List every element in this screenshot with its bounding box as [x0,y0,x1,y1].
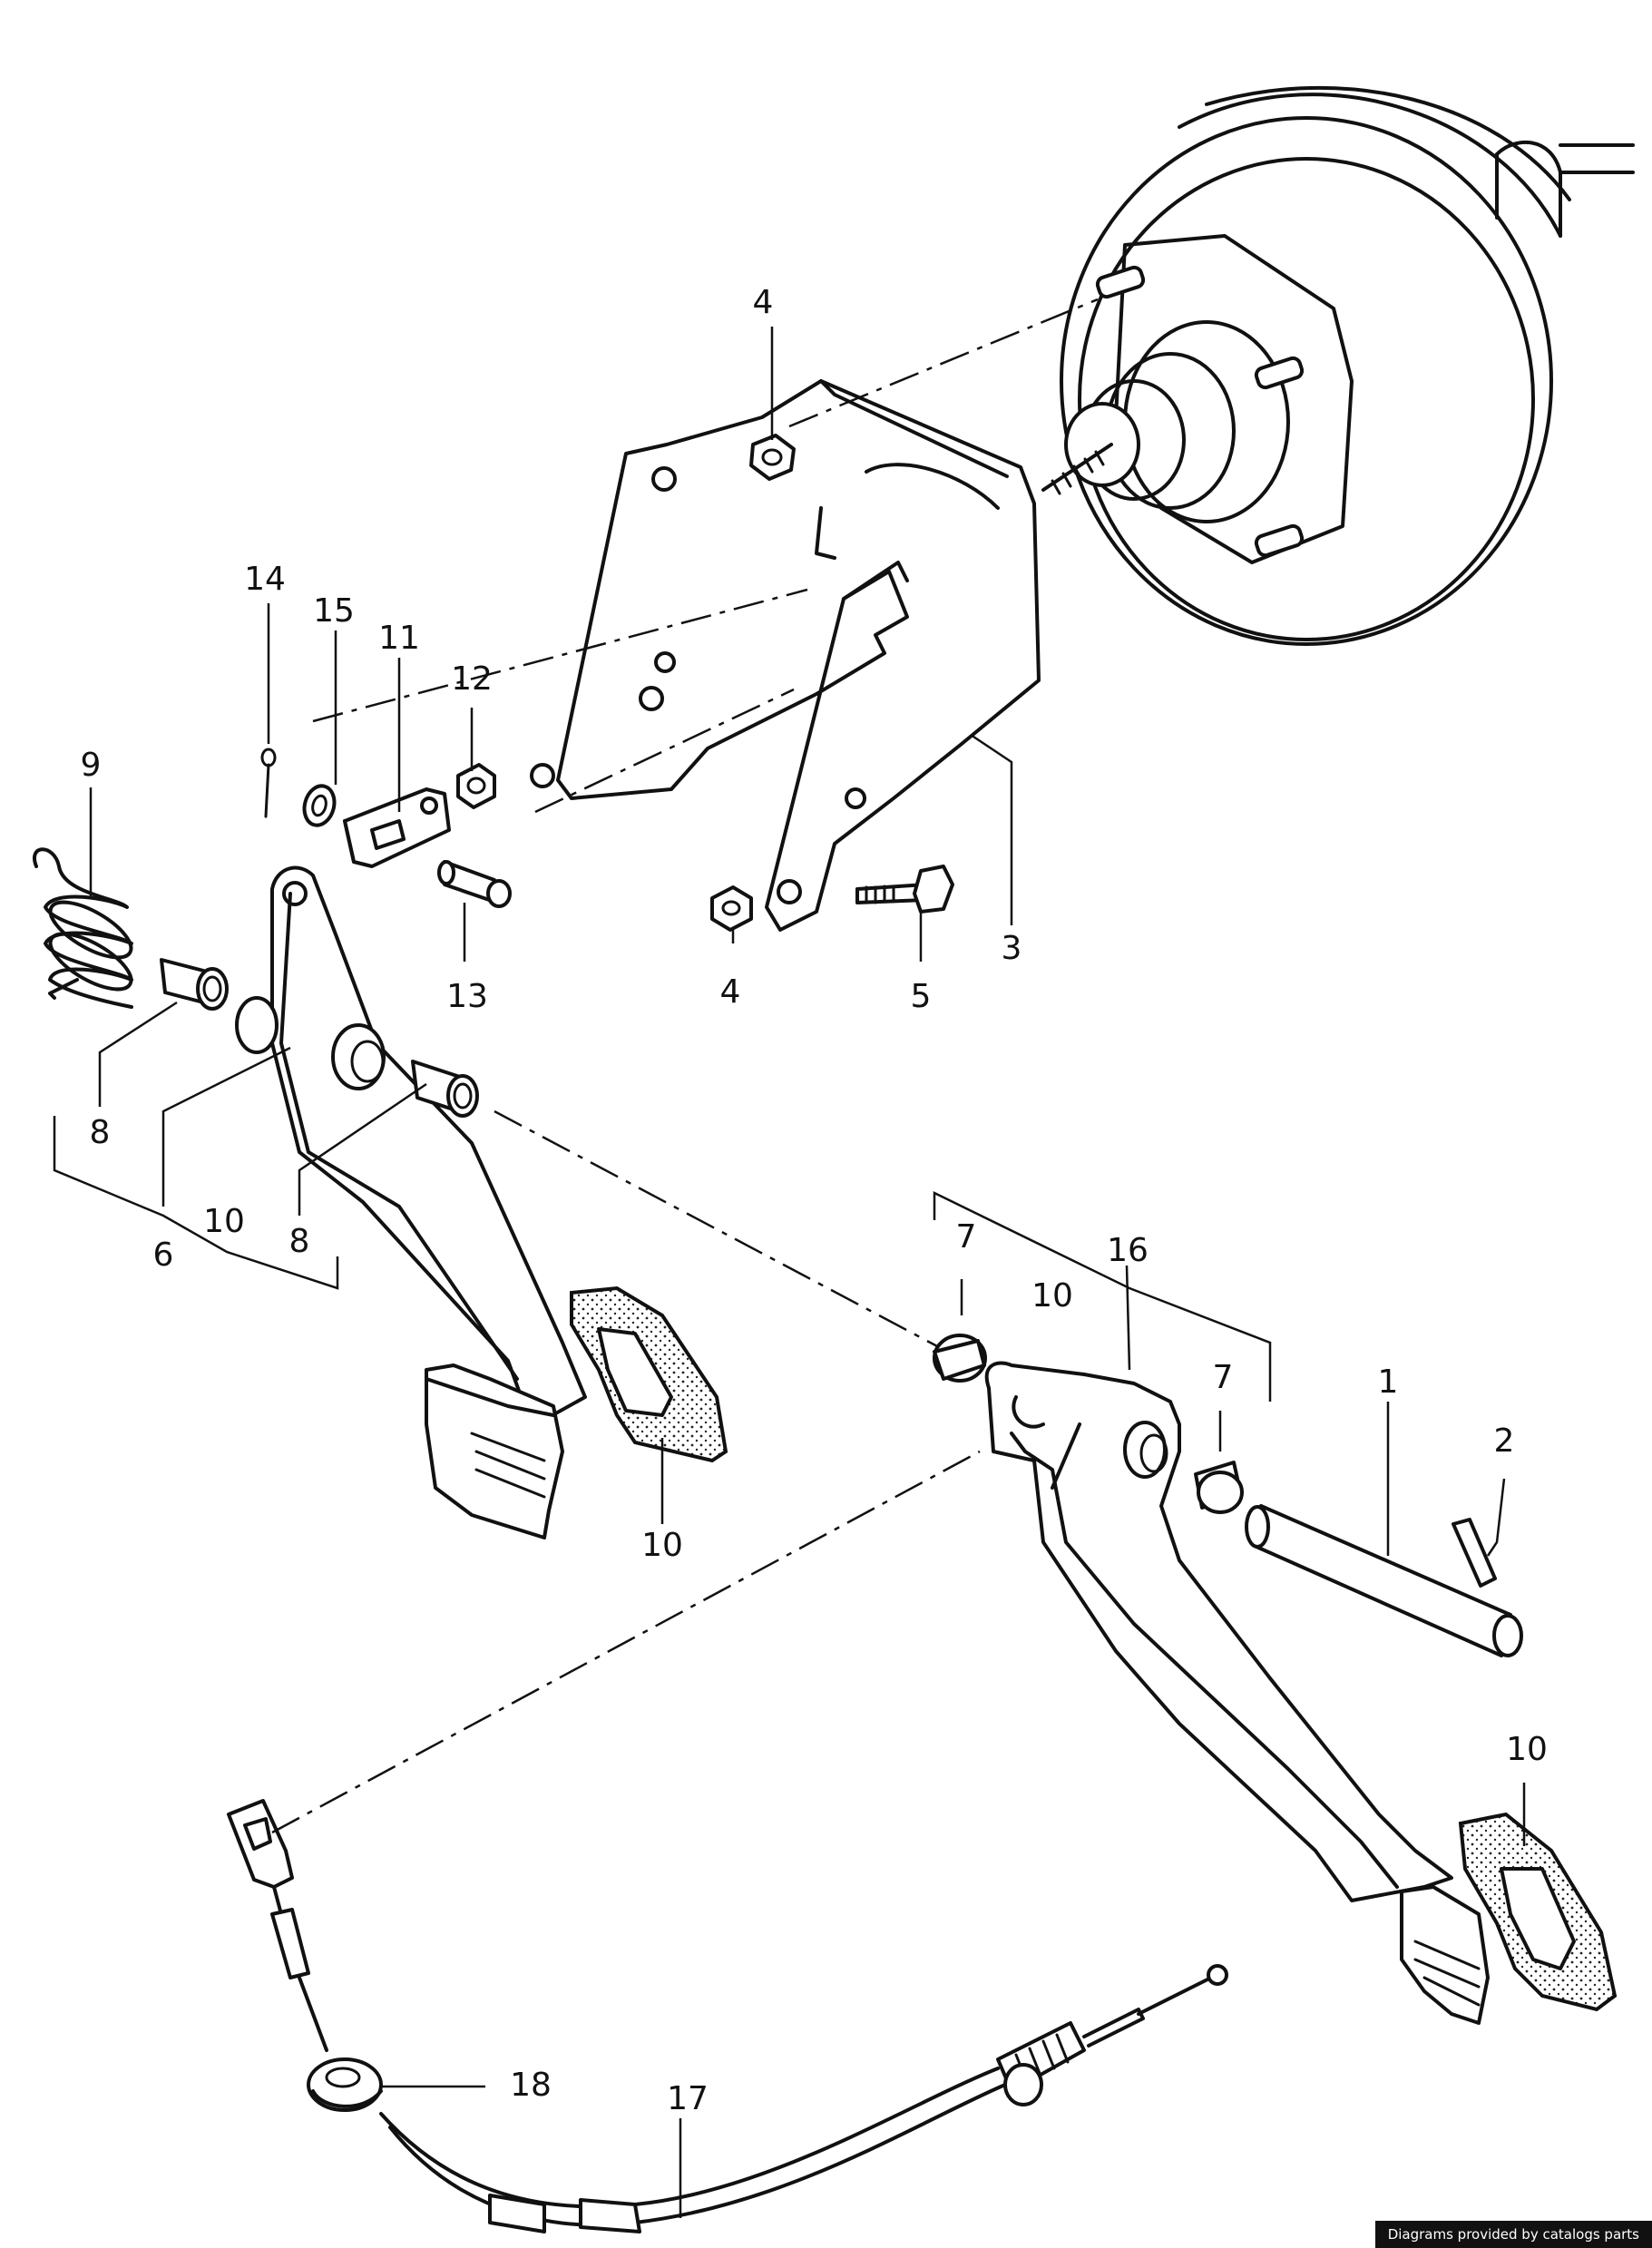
bushing-left [160,958,229,1011]
split-pin [260,748,277,818]
washer [302,784,337,827]
callout-8-center: 8 [289,1223,310,1260]
bushing-center [331,1023,386,1090]
servo-studs [1095,265,1305,558]
clutch-cable [227,1799,1228,2233]
callout-1: 1 [1378,1363,1399,1401]
pivot-shaft [1245,1504,1523,1657]
nut-lower [710,885,753,932]
bolt [855,865,954,914]
callout-11: 11 [378,620,420,657]
callout-17: 17 [667,2080,709,2117]
credit-badge: Diagrams provided by catalogs parts [1374,2221,1652,2248]
callout-3: 3 [1002,930,1022,967]
callout-15: 15 [313,592,355,630]
clevis [343,787,451,868]
callout-10-clutch-group: 10 [203,1203,245,1240]
callout-10-brake-pad: 10 [1506,1731,1548,1768]
callout-labels: 1 2 3 4 4 5 6 7 7 8 8 9 10 10 10 10 10 1… [81,284,1548,2117]
callout-16: 16 [1107,1232,1149,1269]
callout-5: 5 [911,978,932,1015]
brake-pedal [984,1361,1618,2025]
brake-servo [1041,85,1635,646]
leader-lines [53,327,1526,2218]
callout-13: 13 [446,978,488,1015]
callout-10-clutch-pad: 10 [641,1527,683,1564]
brake-bushing-left [933,1334,987,1383]
callout-4-lower: 4 [720,973,741,1011]
callout-9: 9 [81,747,102,784]
bushing-right [411,1060,479,1118]
alignment-lines [271,298,1099,1834]
callout-14: 14 [244,561,286,598]
callout-6: 6 [153,1236,174,1274]
clevis-pin [437,860,512,908]
roll-pin [1452,1518,1497,1588]
callout-8-left: 8 [90,1114,111,1151]
callout-12: 12 [451,660,493,698]
callout-2: 2 [1494,1422,1515,1460]
pedal-bracket [530,379,1041,932]
callout-7-left: 7 [956,1218,977,1256]
clutch-pedal [235,865,728,1539]
callout-10-brake-group: 10 [1031,1277,1073,1315]
callout-7-right: 7 [1213,1359,1234,1396]
callout-4-upper: 4 [753,284,774,321]
clevis-nut [456,763,496,809]
brake-bushing-right [1194,1461,1244,1514]
callout-18: 18 [510,2067,552,2104]
nut-upper [749,434,796,481]
return-spring [33,847,133,1009]
